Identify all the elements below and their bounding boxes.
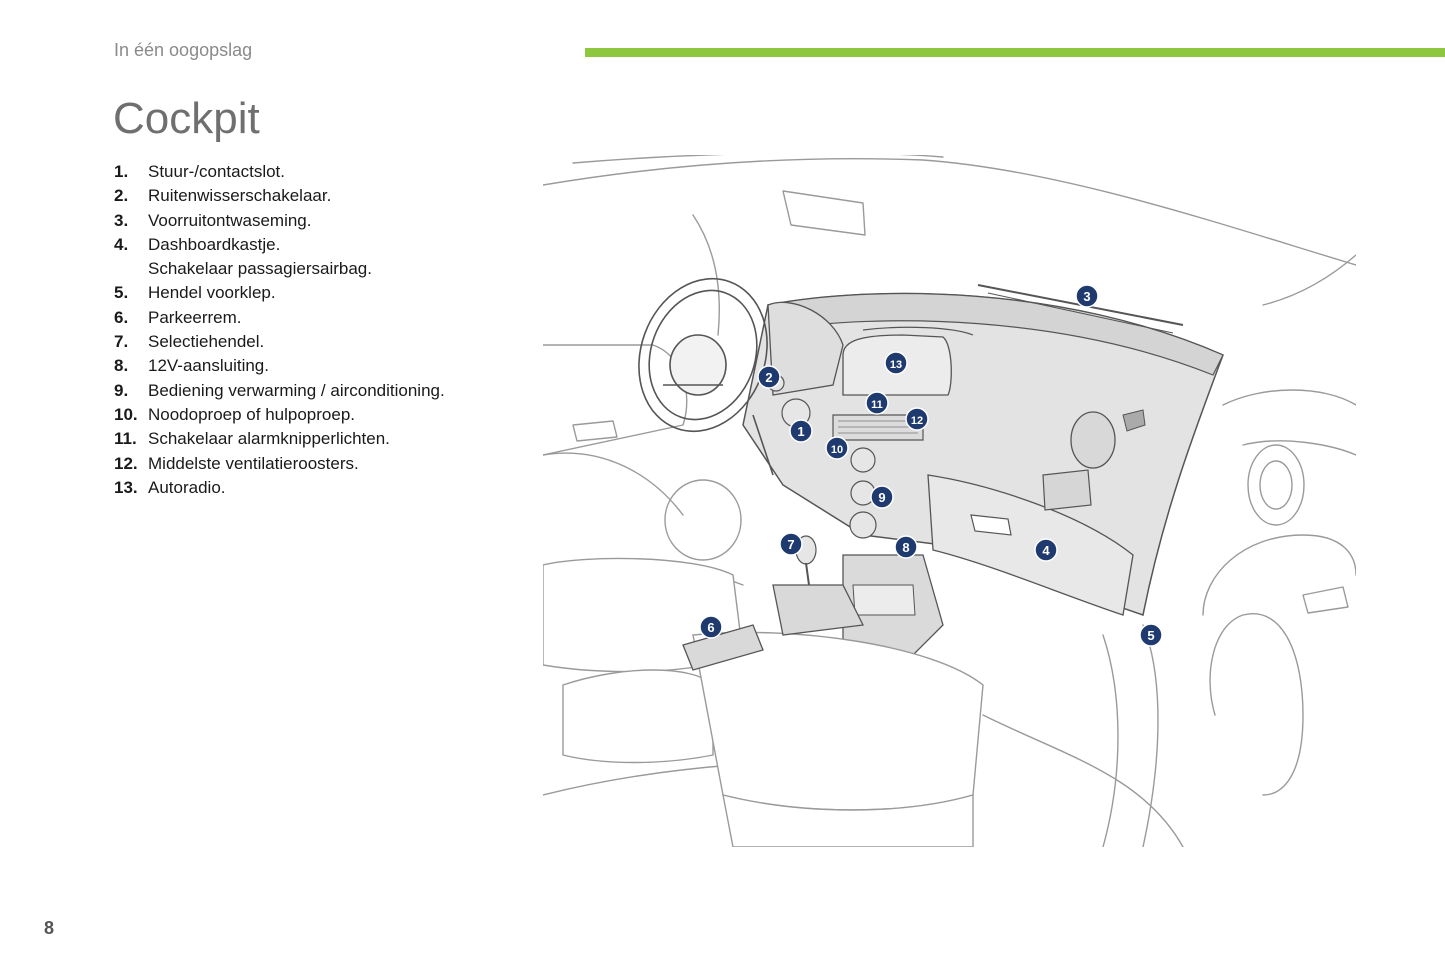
svg-text:3: 3 bbox=[1083, 289, 1090, 304]
page-number: 8 bbox=[44, 918, 55, 938]
svg-text:12: 12 bbox=[911, 415, 923, 427]
svg-text:7: 7 bbox=[787, 537, 794, 552]
callout-2: 2 bbox=[757, 365, 781, 389]
callout-6: 6 bbox=[699, 615, 723, 639]
legend-item: 9. Bediening verwarming / airconditioning… bbox=[114, 379, 445, 403]
legend-text: Schakelaar passagiersairbag. bbox=[148, 259, 372, 279]
legend-number: 12. bbox=[114, 453, 138, 473]
legend-item: 6. Parkeerrem. bbox=[114, 306, 445, 330]
legend-item: 5. Hendel voorklep. bbox=[114, 281, 445, 305]
legend-text: Ruitenwisserschakelaar. bbox=[148, 186, 332, 206]
svg-text:1: 1 bbox=[797, 424, 804, 439]
legend-text: Stuur-/contactslot. bbox=[148, 162, 286, 181]
section-header: In één oogopslag bbox=[114, 40, 253, 60]
legend-text: Selectiehendel. bbox=[148, 332, 265, 352]
legend-item: 4. Dashboardkastje. Schakelaar passagiersa… bbox=[114, 233, 445, 282]
callout-5: 5 bbox=[1139, 623, 1163, 647]
callout-10: 10 bbox=[825, 436, 849, 460]
legend-number: 2. bbox=[114, 186, 129, 206]
legend-number: 5. bbox=[114, 283, 129, 303]
legend-text: Parkeerrem. bbox=[148, 307, 242, 327]
callout-7: 7 bbox=[779, 532, 803, 556]
legend-number: 11. bbox=[114, 429, 137, 449]
legend-item: 12. Middelste ventilatieroosters. bbox=[114, 452, 445, 476]
legend-number: 13. bbox=[114, 477, 138, 497]
legend-text: Autoradio. bbox=[148, 477, 226, 497]
legend-item: 8. 12V-aansluiting. bbox=[114, 354, 445, 378]
svg-text:5: 5 bbox=[1147, 628, 1154, 643]
legend-number: 4. bbox=[114, 234, 129, 254]
legend-text: Noodoproep of hulpoproep. bbox=[148, 404, 355, 424]
legend-number: 3. bbox=[114, 210, 129, 230]
svg-text:6: 6 bbox=[707, 620, 714, 635]
page-title: Cockpit bbox=[113, 94, 260, 143]
svg-text:8: 8 bbox=[902, 540, 909, 555]
legend-item: 7. Selectiehendel. bbox=[114, 330, 445, 354]
callout-9: 9 bbox=[870, 485, 894, 509]
header-accent-bar bbox=[585, 48, 1445, 57]
legend-item: 1. Stuur-/contactslot. bbox=[114, 160, 445, 184]
svg-text:11: 11 bbox=[871, 399, 883, 411]
legend-number: 7. bbox=[114, 332, 129, 352]
callout-13: 13 bbox=[884, 351, 908, 375]
callout-8: 8 bbox=[894, 535, 918, 559]
svg-text:4: 4 bbox=[1042, 543, 1050, 558]
cockpit-illustration: 1 2 3 4 5 6 7 8 9 10 11 12 13 bbox=[543, 155, 1356, 847]
legend-number: 8. bbox=[114, 356, 129, 376]
callout-12: 12 bbox=[905, 407, 929, 431]
svg-text:2: 2 bbox=[765, 370, 772, 385]
callout-4: 4 bbox=[1034, 538, 1058, 562]
legend-text: Middelste ventilatieroosters. bbox=[148, 453, 359, 473]
legend-number: 9. bbox=[114, 380, 129, 400]
legend-number: 1. bbox=[114, 162, 129, 181]
svg-text:9: 9 bbox=[878, 490, 885, 505]
legend-text: 12V-aansluiting. bbox=[148, 356, 269, 376]
svg-text:10: 10 bbox=[831, 444, 843, 456]
legend-number: 6. bbox=[114, 307, 129, 327]
legend-text: Dashboardkastje. bbox=[148, 234, 281, 254]
legend-number: 10. bbox=[114, 404, 138, 424]
legend-item: 13. Autoradio. bbox=[114, 476, 445, 500]
legend-text: Voorruitontwaseming. bbox=[148, 210, 312, 230]
callout-1: 1 bbox=[789, 419, 813, 443]
component-legend: 1. Stuur-/contactslot. 2. Ruitenwisserscha… bbox=[114, 160, 445, 500]
legend-text: Hendel voorklep. bbox=[148, 283, 276, 303]
legend-text: Bediening verwarming / airconditioning. bbox=[148, 380, 445, 400]
cockpit-drawing: 1 2 3 4 5 6 7 8 9 10 11 12 13 bbox=[543, 155, 1356, 847]
legend-text: Schakelaar alarmknipperlichten. bbox=[148, 429, 390, 449]
callout-11: 11 bbox=[865, 391, 889, 415]
callout-3: 3 bbox=[1075, 284, 1099, 308]
legend-item: 11. Schakelaar alarmknipperlichten. bbox=[114, 427, 445, 451]
legend-item: 3. Voorruitontwaseming. bbox=[114, 209, 445, 233]
legend-item: 2. Ruitenwisserschakelaar. bbox=[114, 184, 445, 208]
svg-text:13: 13 bbox=[890, 359, 902, 371]
legend-item: 10. Noodoproep of hulpoproep. bbox=[114, 403, 445, 427]
